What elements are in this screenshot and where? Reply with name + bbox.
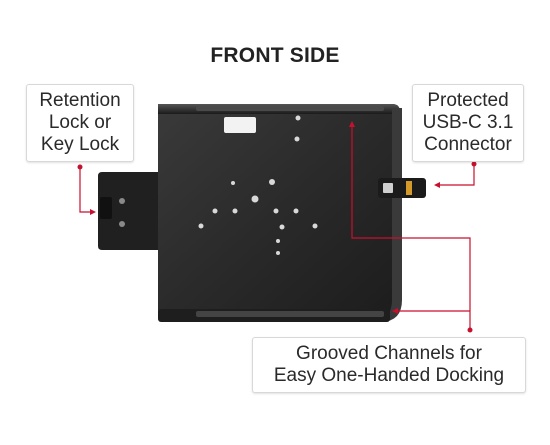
grooves-pointer-line xyxy=(351,126,471,330)
grooves-pointer-arrow-top xyxy=(349,121,355,127)
page-title: FRONT SIDE xyxy=(210,44,340,67)
callout-line: Key Lock xyxy=(40,134,120,155)
usb-connector-callout: Protected USB-C 3.1 Connector xyxy=(412,84,524,162)
usb-pointer-arrow xyxy=(434,182,440,188)
callout-line: Retention xyxy=(39,90,121,111)
callout-line: Grooved Channels for xyxy=(296,343,482,364)
retention-lock xyxy=(98,172,166,250)
callout-line: USB-C 3.1 xyxy=(422,112,514,133)
cradle-plate xyxy=(158,104,402,322)
retention-lock-callout: Retention Lock or Key Lock xyxy=(26,84,134,162)
retention-pointer-dot xyxy=(77,164,83,170)
grooves-pointer-arrow-bottom xyxy=(392,308,398,314)
usb-c-connector xyxy=(378,178,426,198)
grooved-channels-callout: Grooved Channels for Easy One-Handed Doc… xyxy=(252,337,526,393)
callout-line: Lock or xyxy=(48,112,112,133)
callout-line: Easy One-Handed Docking xyxy=(273,365,505,386)
retention-pointer-line xyxy=(79,167,92,213)
usb-pointer-dot xyxy=(471,161,477,167)
retention-pointer-arrow xyxy=(90,209,96,215)
callout-line: Connector xyxy=(424,134,512,155)
callout-line: Protected xyxy=(427,90,509,111)
grooves-pointer-dot xyxy=(467,327,473,333)
usb-pointer-line xyxy=(438,164,475,186)
